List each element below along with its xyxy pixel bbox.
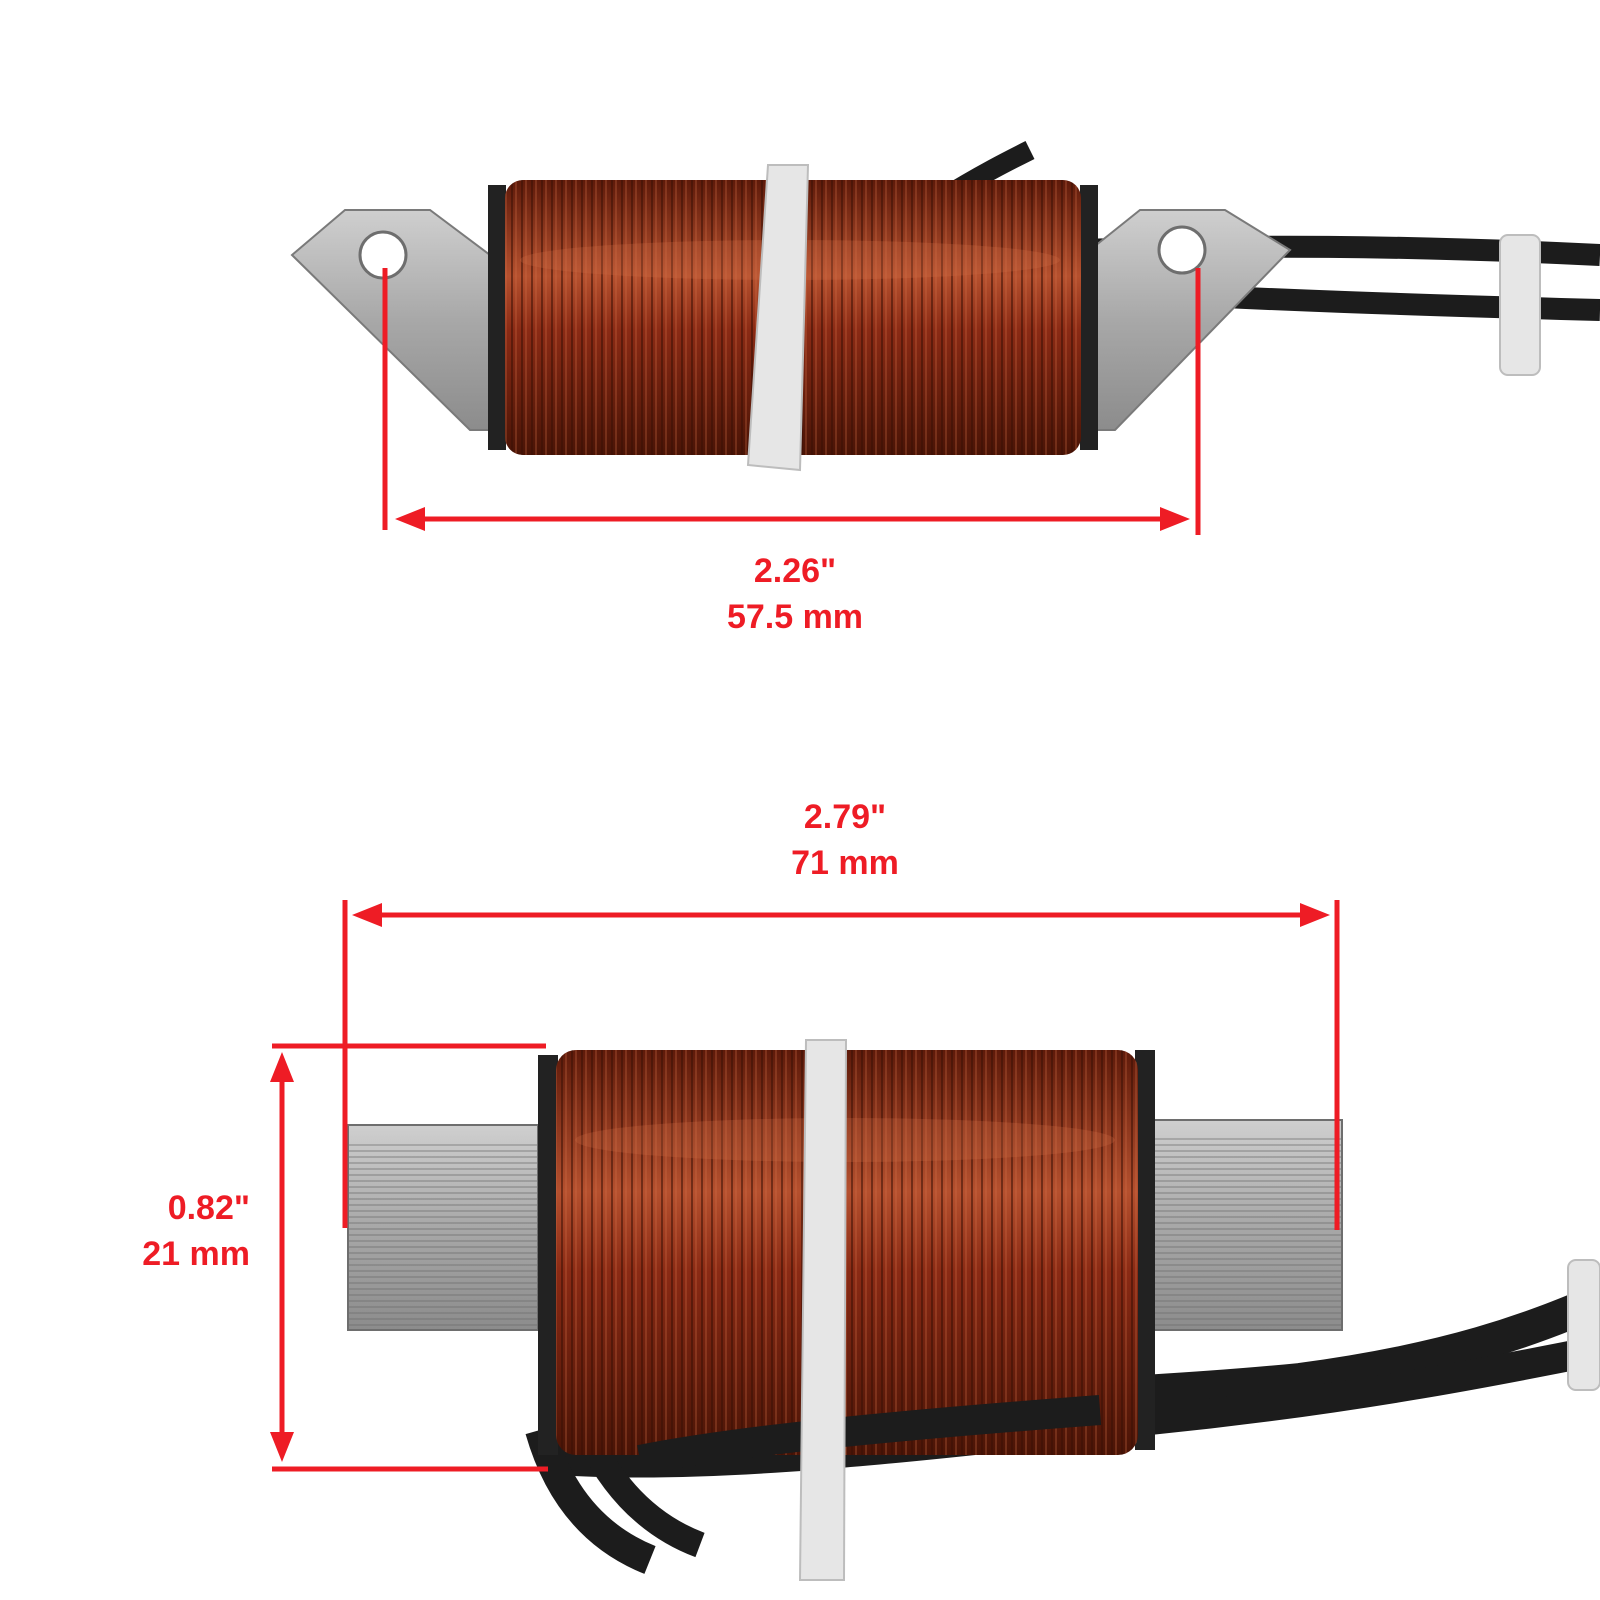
top-left-flange [488, 185, 506, 450]
height-dim-mm: 21 mm [142, 1235, 250, 1273]
top-dim-arrow-left [395, 507, 425, 531]
bottom-right-core-block [1149, 1119, 1343, 1331]
top-dim-inches: 2.26" [753, 552, 837, 590]
height-dim-arrow-bottom [270, 1432, 294, 1462]
top-dim-arrow-right [1160, 507, 1190, 531]
top-coil-zip-tie [746, 164, 810, 472]
bottom-left-flange [538, 1055, 558, 1455]
top-wire-zip-tie [1499, 234, 1541, 376]
height-dim-inches: 0.82" [167, 1189, 250, 1227]
top-right-flange [1080, 185, 1098, 450]
bottom-coil [347, 1039, 1600, 1581]
top-dim-mm: 57.5 mm [726, 598, 864, 636]
top-left-mounting-tab [290, 209, 491, 431]
length-dim-arrow-left [352, 903, 382, 927]
height-dimension-label: 0.82" 21 mm [142, 1185, 250, 1277]
top-right-mounting-tab [1088, 209, 1292, 431]
height-dim-arrow-top [270, 1052, 294, 1082]
bottom-left-core-block [347, 1124, 539, 1331]
length-dim-inches: 2.79" [803, 798, 887, 836]
top-dimension-label: 2.26" 57.5 mm [727, 548, 863, 640]
dimension-lines [270, 268, 1340, 1472]
top-coil [290, 141, 1600, 472]
length-dimension-label: 2.79" 71 mm [791, 794, 899, 886]
bottom-wire-zip-tie [1567, 1259, 1600, 1391]
bottom-right-flange [1135, 1050, 1155, 1450]
bottom-coil-zip-tie [798, 1039, 848, 1581]
length-dim-arrow-right [1300, 903, 1330, 927]
bottom-copper-winding [556, 1050, 1138, 1455]
length-dim-mm: 71 mm [791, 844, 899, 882]
